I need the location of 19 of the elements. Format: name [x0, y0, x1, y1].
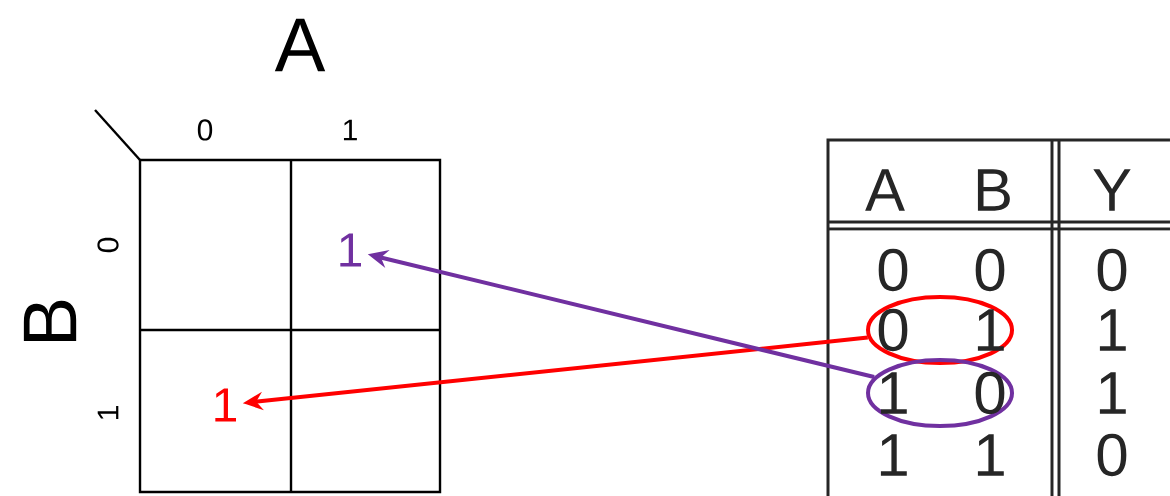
- variable-label: B: [23, 300, 77, 342]
- table-cell: 0: [878, 248, 908, 292]
- map-value: 1: [215, 388, 236, 422]
- table-cell: 0: [1097, 433, 1127, 477]
- table-header: Y: [1093, 169, 1131, 211]
- value-label: 0: [97, 237, 119, 253]
- variable-label: A: [274, 18, 326, 72]
- table-header: A: [865, 169, 905, 211]
- map-value: 1: [340, 233, 361, 267]
- value-label: 1: [97, 406, 119, 420]
- table-cell: 1: [977, 434, 1004, 476]
- value-label: 1: [343, 119, 357, 141]
- table-cell: 1: [1099, 309, 1126, 351]
- value-label: 0: [197, 119, 213, 141]
- table-cell: 1: [1099, 372, 1126, 414]
- table-cell: 0: [1097, 248, 1127, 292]
- table-header: B: [977, 169, 1010, 211]
- table-cell: 0: [975, 248, 1005, 292]
- table-cell: 1: [880, 434, 907, 476]
